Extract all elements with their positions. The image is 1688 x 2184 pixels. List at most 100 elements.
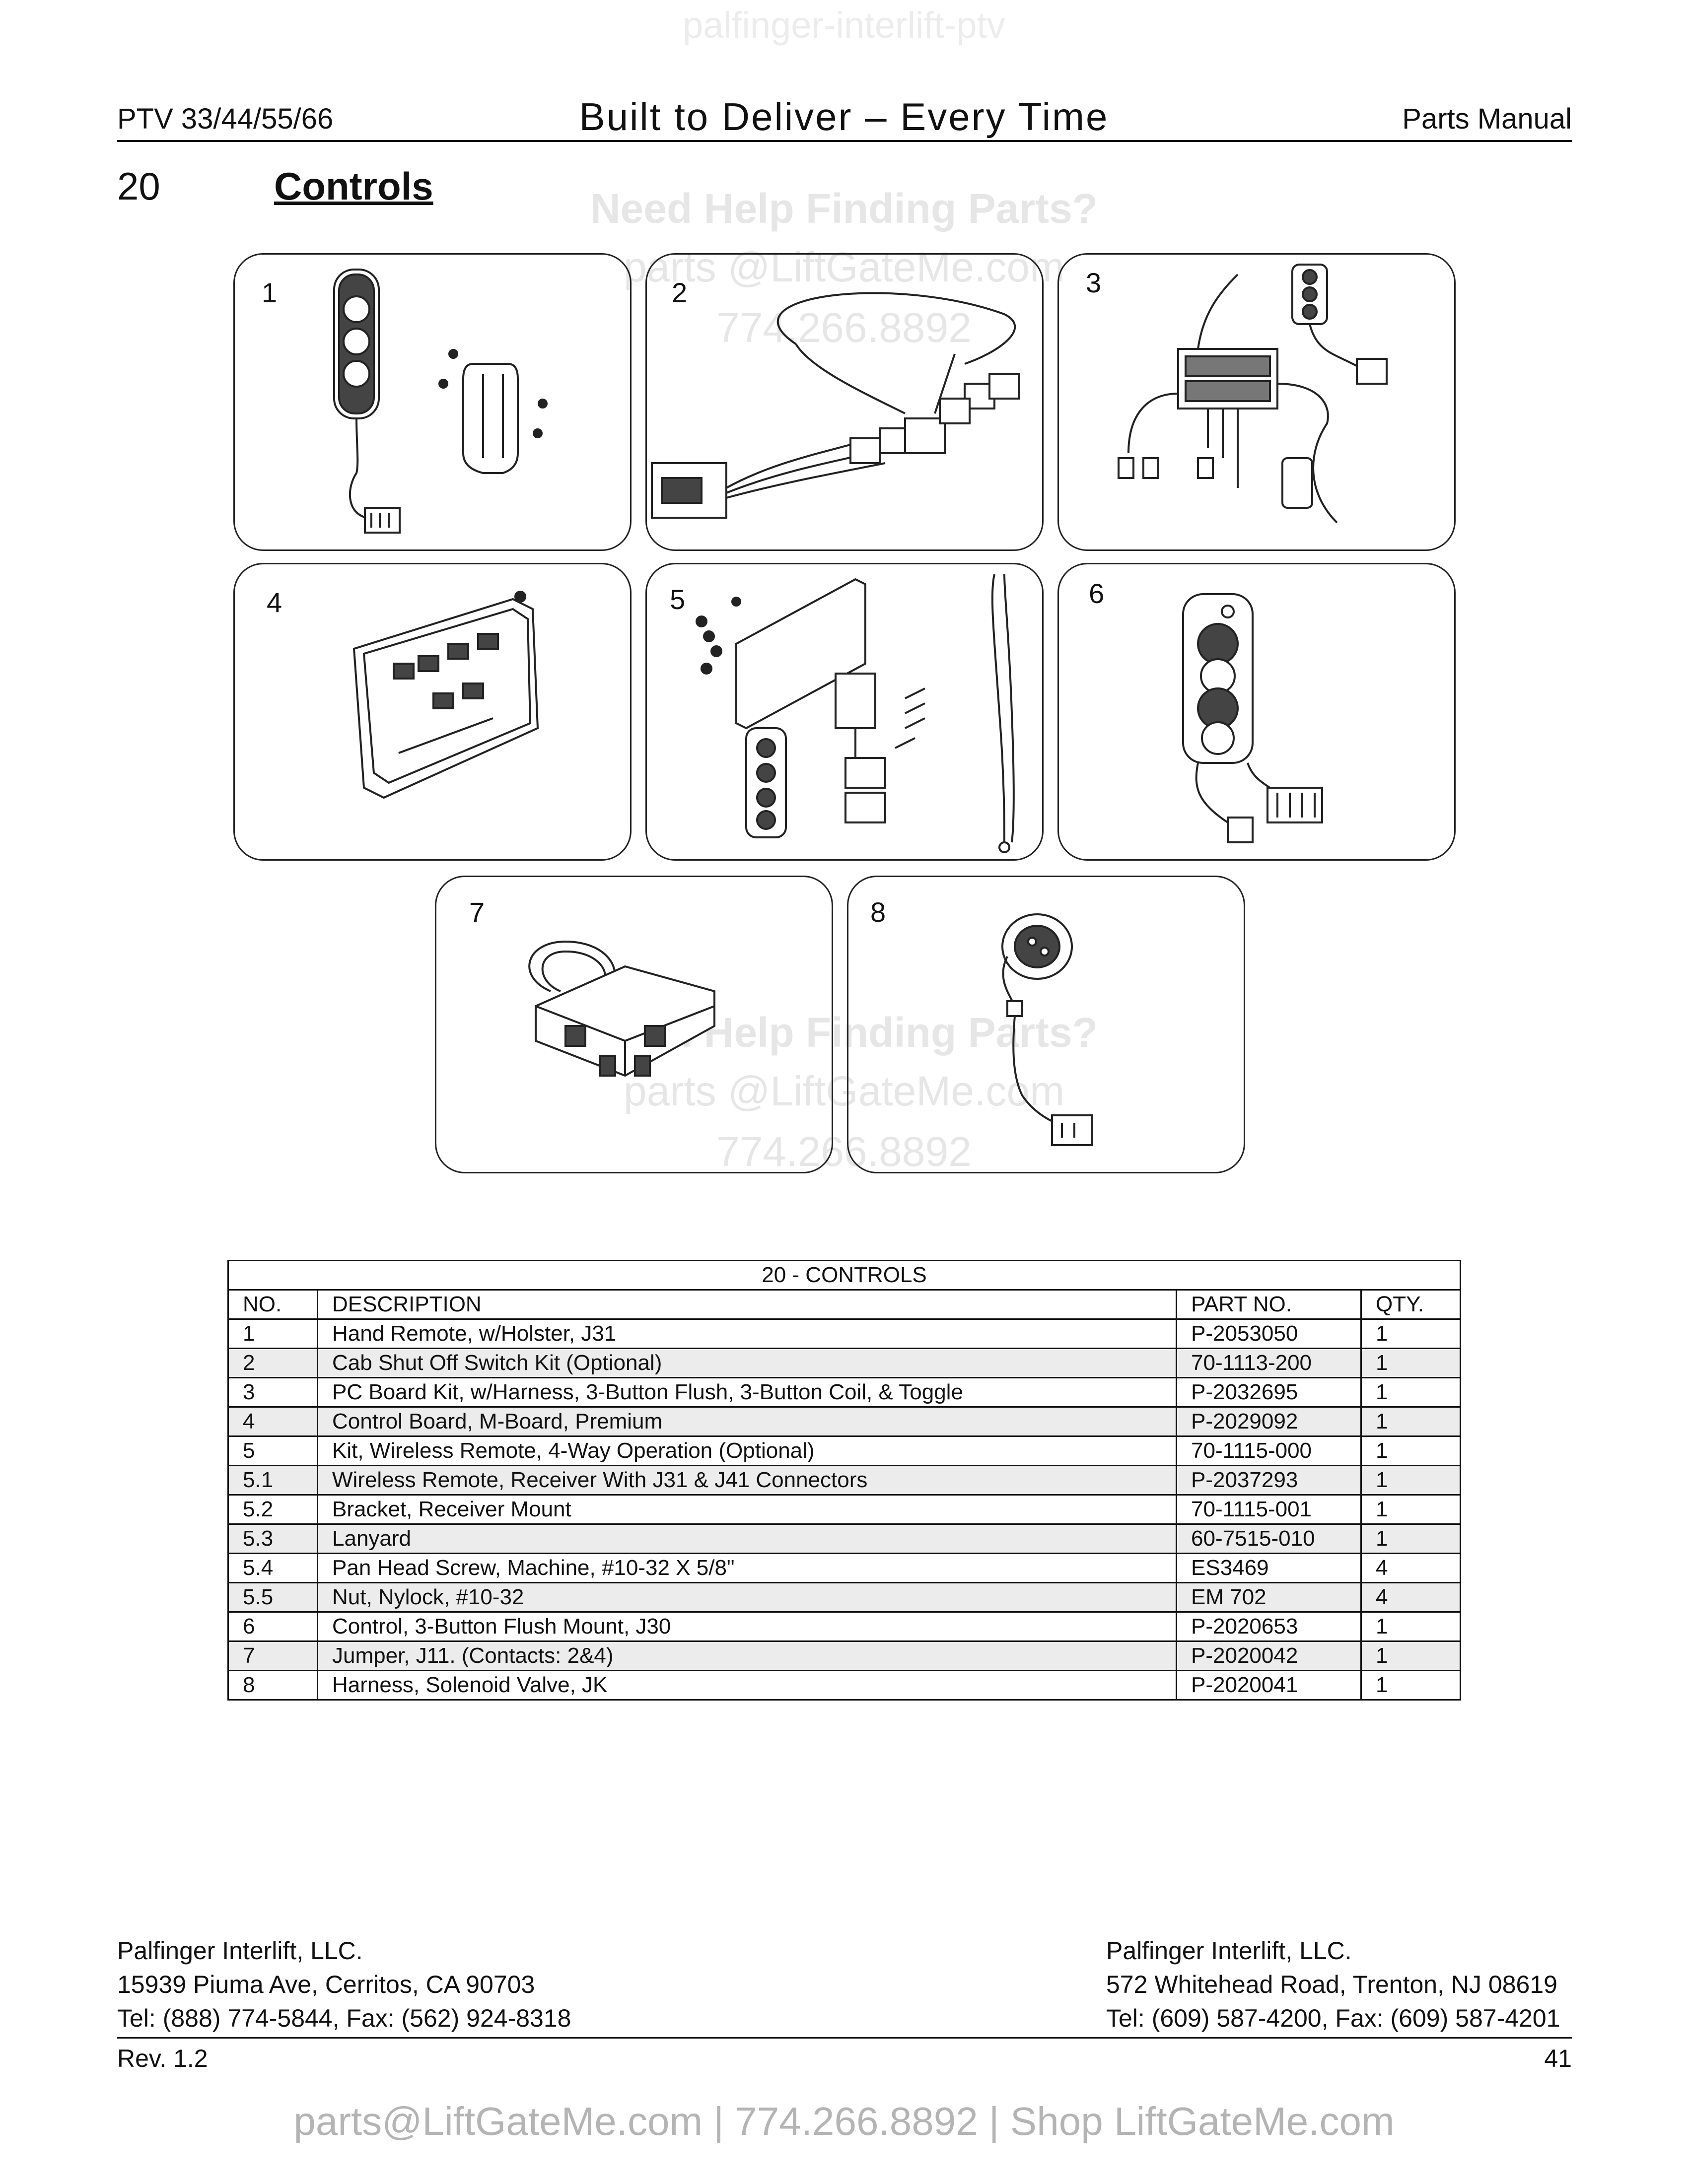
col-header-qty: QTY.	[1360, 1289, 1462, 1320]
watermark-phone: 774.266.8892	[716, 304, 972, 351]
cell-part-no: P-2020041	[1176, 1670, 1362, 1701]
table-caption: 20 - CONTROLS	[227, 1260, 1462, 1291]
table-caption-row: 20 - CONTROLS	[227, 1260, 1462, 1291]
watermark-email: parts @LiftGateMe.com	[623, 244, 1065, 290]
footer-phone: Tel: (609) 587-4200, Fax: (609) 587-4201	[1106, 2004, 1560, 2032]
cell-no: 5.4	[227, 1553, 318, 1583]
table-row: 7 Jumper, J11. (Contacts: 2&4) P-2020042…	[227, 1640, 1462, 1671]
panel-flush-mount-control: 6	[1057, 563, 1456, 861]
cell-description: Cab Shut Off Switch Kit (Optional)	[317, 1348, 1177, 1378]
cell-qty: 1	[1360, 1670, 1462, 1701]
panel-number: 4	[267, 587, 282, 618]
cell-no: 5.5	[227, 1582, 318, 1613]
cell-description: Hand Remote, w/Holster, J31	[317, 1318, 1177, 1349]
cell-qty: 1	[1360, 1435, 1462, 1466]
watermark-phone-lower: 774.266.8892	[716, 1128, 972, 1175]
cell-description: Control, 3-Button Flush Mount, J30	[317, 1611, 1177, 1642]
panel-cab-shutoff-kit: 2	[645, 253, 1044, 551]
panel-jumper: 7	[435, 876, 833, 1173]
cell-part-no: 60-7515-010	[1176, 1523, 1362, 1554]
panel-pc-board-kit: 3	[1057, 253, 1456, 551]
table-row: 4 Control Board, M-Board, Premium P-2029…	[227, 1406, 1462, 1437]
flush-mount-illustration	[1182, 593, 1323, 843]
panel-wireless-remote-kit: 5	[645, 563, 1044, 861]
col-header-part-no: PART NO.	[1176, 1289, 1362, 1320]
cell-part-no: 70-1113-200	[1176, 1348, 1362, 1378]
header-slogan: Built to Deliver – Every Time	[579, 95, 1109, 138]
section-number: 20	[117, 164, 160, 208]
cell-description: PC Board Kit, w/Harness, 3-Button Flush,…	[317, 1377, 1177, 1408]
col-header-no: NO.	[227, 1289, 318, 1320]
revision-label: Rev. 1.2	[117, 2045, 208, 2072]
table-row: 5.5 Nut, Nylock, #10-32 EM 702 4	[227, 1582, 1462, 1613]
cell-no: 5.1	[227, 1465, 318, 1496]
cell-description: Kit, Wireless Remote, 4-Way Operation (O…	[317, 1435, 1177, 1466]
cell-qty: 1	[1360, 1640, 1462, 1671]
page-number: 41	[1544, 2045, 1572, 2072]
panel-control-board: 4	[233, 563, 632, 861]
panel-number: 8	[870, 896, 886, 928]
solenoid-harness-illustration	[1001, 913, 1093, 1146]
panel-number: 2	[672, 277, 688, 308]
cell-qty: 1	[1360, 1465, 1462, 1496]
cell-no: 5	[227, 1435, 318, 1466]
table-row: 5 Kit, Wireless Remote, 4-Way Operation …	[227, 1435, 1462, 1466]
parts-table: 20 - CONTROLS NO. DESCRIPTION PART NO. Q…	[227, 1260, 1462, 1701]
panel-number: 6	[1089, 578, 1105, 609]
table-row: 3 PC Board Kit, w/Harness, 3-Button Flus…	[227, 1377, 1462, 1408]
watermark-top: palfinger-interlift-ptv	[683, 4, 1005, 46]
wireless-remote-illustration	[696, 574, 1015, 853]
pc-board-illustration	[1118, 264, 1388, 524]
table-row: 5.1 Wireless Remote, Receiver With J31 &…	[227, 1465, 1462, 1496]
col-header-description: DESCRIPTION	[317, 1289, 1177, 1320]
watermark-email-lower: parts @LiftGateMe.com	[623, 1068, 1065, 1114]
cell-qty: 1	[1360, 1494, 1462, 1525]
cell-no: 5.3	[227, 1523, 318, 1554]
cell-qty: 4	[1360, 1582, 1462, 1613]
jumper-illustration	[528, 940, 715, 1077]
table-row: 1 Hand Remote, w/Holster, J31 P-2053050 …	[227, 1318, 1462, 1349]
panel-number: 7	[469, 896, 485, 928]
panel-solenoid-harness: 8	[847, 876, 1245, 1173]
table-row: 5.2 Bracket, Receiver Mount 70-1115-001 …	[227, 1494, 1462, 1525]
watermark-headline-lower: Need Help Finding Parts?	[590, 1009, 1098, 1056]
cell-description: Jumper, J11. (Contacts: 2&4)	[317, 1640, 1177, 1671]
panel-number: 1	[262, 277, 278, 308]
footer-rule	[117, 2037, 1572, 2039]
cell-no: 2	[227, 1348, 318, 1378]
cell-qty: 4	[1360, 1553, 1462, 1583]
header-model: PTV 33/44/55/66	[117, 103, 334, 135]
cell-part-no: P-2020653	[1176, 1611, 1362, 1642]
panel-hand-remote: 1	[233, 253, 632, 551]
panel-number: 3	[1086, 267, 1102, 298]
cell-description: Pan Head Screw, Machine, #10-32 X 5/8"	[317, 1553, 1177, 1583]
cell-part-no: P-2020042	[1176, 1640, 1362, 1671]
footer-address-west: Palfinger Interlift, LLC. 15939 Piuma Av…	[117, 1934, 571, 2035]
cell-no: 7	[227, 1640, 318, 1671]
cell-no: 3	[227, 1377, 318, 1408]
footer-address-east: Palfinger Interlift, LLC. 572 Whitehead …	[1106, 1934, 1560, 2035]
cell-qty: 1	[1360, 1406, 1462, 1437]
section-title: Controls	[274, 164, 433, 208]
cell-qty: 1	[1360, 1611, 1462, 1642]
cell-description: Lanyard	[317, 1523, 1177, 1554]
cab-shutoff-illustration	[651, 292, 1020, 519]
hand-remote-illustration	[333, 269, 548, 534]
cell-description: Harness, Solenoid Valve, JK	[317, 1670, 1177, 1701]
footer-company: Palfinger Interlift, LLC.	[117, 1937, 363, 1965]
table-row: 6 Control, 3-Button Flush Mount, J30 P-2…	[227, 1611, 1462, 1642]
cell-part-no: P-2032695	[1176, 1377, 1362, 1408]
cell-part-no: P-2053050	[1176, 1318, 1362, 1349]
footer-street: 572 Whitehead Road, Trenton, NJ 08619	[1106, 1971, 1557, 1998]
cell-qty: 1	[1360, 1318, 1462, 1349]
cell-no: 5.2	[227, 1494, 318, 1525]
cell-part-no: 70-1115-000	[1176, 1435, 1362, 1466]
footer-phone: Tel: (888) 774-5844, Fax: (562) 924-8318	[117, 2004, 571, 2032]
cell-no: 4	[227, 1406, 318, 1437]
table-header-row: NO. DESCRIPTION PART NO. QTY.	[227, 1289, 1462, 1320]
cell-qty: 1	[1360, 1348, 1462, 1378]
header-rule	[117, 140, 1572, 142]
cell-description: Bracket, Receiver Mount	[317, 1494, 1177, 1525]
cell-part-no: P-2037293	[1176, 1465, 1362, 1496]
footer-street: 15939 Piuma Ave, Cerritos, CA 90703	[117, 1971, 535, 1998]
